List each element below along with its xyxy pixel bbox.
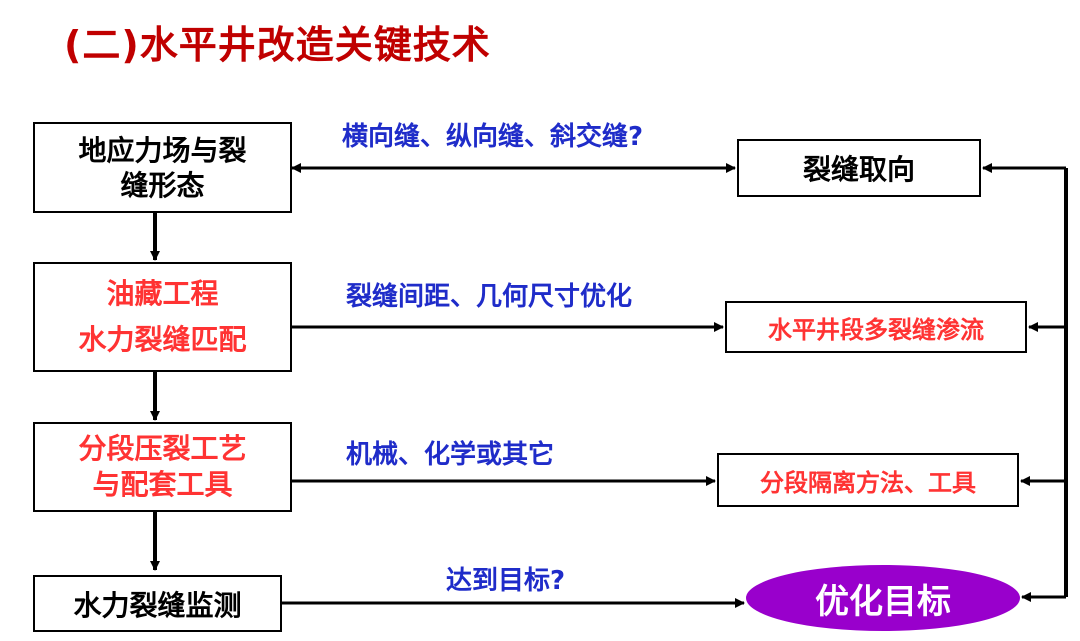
- box-staged-fracturing: 分段压裂工艺 与配套工具: [33, 422, 292, 512]
- label-target-reached: 达到目标?: [446, 566, 566, 596]
- optimization-target-text: 优化目标: [815, 581, 951, 622]
- box-stress-field: 地应力场与裂 缝形态: [33, 122, 292, 213]
- box-fracture-orientation-text: 裂缝取向: [802, 153, 915, 186]
- box-fracture-monitoring-text: 水力裂缝监测: [73, 588, 242, 622]
- box-stress-field-line2: 缝形态: [120, 168, 205, 202]
- label-isolation-methods: 机械、化学或其它: [346, 440, 555, 470]
- box-isolation-tools-text: 分段隔离方法、工具: [760, 468, 976, 497]
- box-reservoir-match: 油藏工程 水力裂缝匹配: [33, 262, 292, 372]
- optimization-target-ellipse: 优化目标: [746, 565, 1020, 631]
- box-stress-field-line1: 地应力场与裂: [78, 133, 247, 167]
- box-multi-fracture-flow: 水平井段多裂缝渗流: [725, 301, 1027, 353]
- slide-title: (二)水平井改造关键技术: [64, 23, 491, 67]
- box-staged-fracturing-line2: 与配套工具: [92, 468, 233, 501]
- box-reservoir-match-line2: 水力裂缝匹配: [78, 323, 247, 356]
- box-isolation-tools: 分段隔离方法、工具: [717, 453, 1019, 507]
- label-fracture-types: 横向缝、纵向缝、斜交缝?: [342, 122, 644, 152]
- box-multi-fracture-flow-text: 水平井段多裂缝渗流: [768, 315, 984, 344]
- box-staged-fracturing-line1: 分段压裂工艺: [78, 432, 247, 465]
- box-fracture-monitoring: 水力裂缝监测: [33, 575, 282, 632]
- box-reservoir-match-line1: 油藏工程: [106, 277, 219, 310]
- label-spacing-optimization: 裂缝间距、几何尺寸优化: [346, 282, 633, 312]
- box-fracture-orientation: 裂缝取向: [737, 139, 981, 197]
